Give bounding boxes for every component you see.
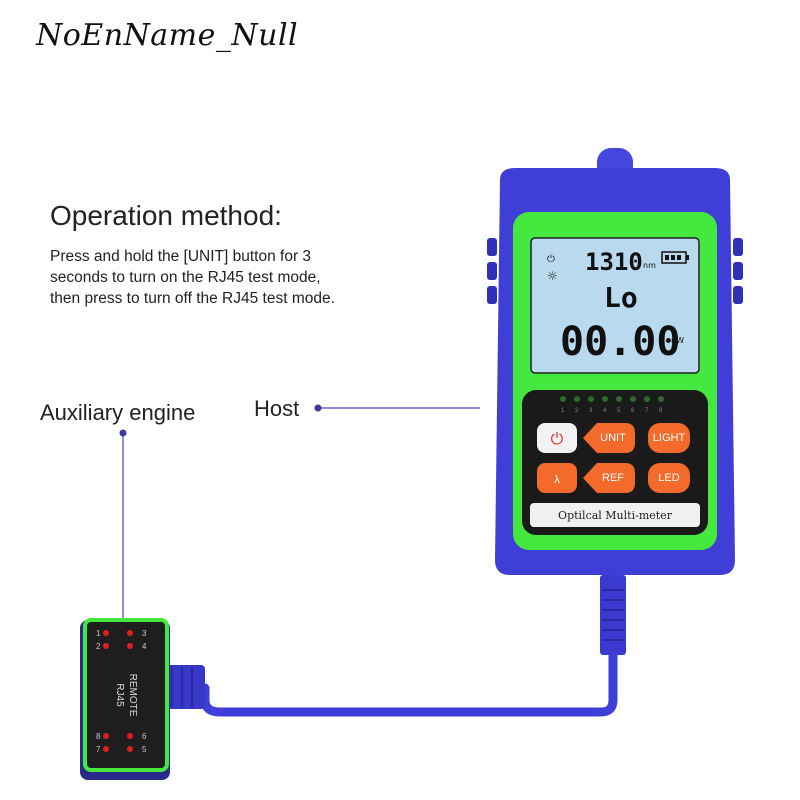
remote-subtitle: RJ45 (114, 683, 125, 707)
led-number: 8 (659, 408, 663, 414)
power-unit: nW (671, 336, 684, 345)
brand-label: Optilcal Multi-meter (558, 509, 673, 522)
wavelength-readout: 1310 (585, 248, 643, 276)
rj45-cable (155, 575, 626, 717)
operation-line: Press and hold the [UNIT] button for 3 (50, 248, 312, 265)
power-button[interactable]: ⏻ (537, 423, 577, 453)
battery-icon (661, 251, 689, 264)
led-number: 2 (575, 408, 579, 414)
power-icon: ⏻ (547, 254, 555, 265)
pin-label: 2 (96, 642, 101, 651)
lcd-screen (530, 237, 700, 374)
led-button[interactable]: LED (648, 463, 690, 493)
led-indicators: 1 2 3 4 5 6 7 8 (560, 396, 664, 414)
light-button-label: LIGHT (653, 432, 686, 444)
ref-button[interactable]: REF (583, 463, 635, 493)
sun-icon: ☼ (547, 269, 558, 283)
remote-title: REMOTE (127, 674, 138, 717)
pin-label: 8 (96, 732, 101, 741)
operation-line: then press to turn off the RJ45 test mod… (50, 290, 335, 307)
pin-label: 7 (96, 745, 101, 754)
ref-button-label: REF (602, 472, 624, 484)
remote-unit: 1 2 3 4 8 7 6 5 REMOTE RJ45 (80, 618, 170, 780)
pin-label: 3 (142, 629, 147, 638)
lambda-button[interactable]: λ (537, 463, 577, 493)
operation-line: seconds to turn on the RJ45 test mode, (50, 269, 321, 286)
power-button-icon: ⏻ (551, 429, 564, 448)
light-button[interactable]: LIGHT (648, 423, 690, 453)
led-number: 1 (561, 408, 565, 414)
pin-label: 1 (96, 629, 101, 638)
auxiliary-engine-label: Auxiliary engine (40, 400, 196, 425)
remote-top-leds (103, 630, 133, 649)
pin-label: 5 (142, 745, 147, 754)
host-label: Host (254, 396, 300, 421)
led-number: 5 (617, 408, 621, 414)
unit-button[interactable]: UNIT (583, 423, 635, 453)
host-callout-dot (314, 404, 322, 412)
led-number: 4 (603, 408, 607, 414)
pin-label: 4 (142, 642, 147, 651)
mode-readout: Lo (604, 281, 638, 314)
remote-bottom-leds (103, 733, 133, 752)
led-number: 6 (631, 408, 635, 414)
wavelength-unit: nm (643, 261, 656, 270)
watermark-text: NoEnName_Null (36, 18, 299, 53)
pin-label: 6 (142, 732, 147, 741)
host-device: ⏻ ☼ 1310 nm Lo 00.00 nW 1 2 3 4 5 (487, 148, 743, 575)
power-readout: 00.00 (560, 319, 680, 365)
auxiliary-callout-dot (119, 429, 127, 437)
operation-title: Operation method: (50, 200, 282, 231)
operation-instructions: Press and hold the [UNIT] button for 3 s… (50, 246, 420, 309)
led-number: 7 (645, 408, 649, 414)
led-number: 3 (589, 408, 593, 414)
unit-button-label: UNIT (600, 432, 626, 444)
lambda-button-label: λ (554, 474, 560, 486)
led-button-label: LED (658, 472, 679, 484)
